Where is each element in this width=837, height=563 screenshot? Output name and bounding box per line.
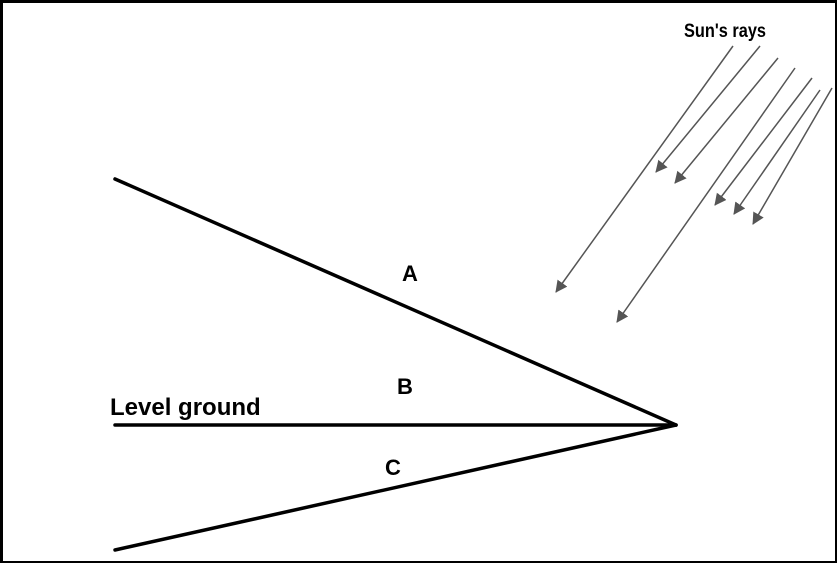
sun-ray [655, 45, 761, 173]
slope-c-line [113, 423, 678, 552]
slope-a-line [113, 177, 678, 427]
slope-a-label: A [402, 261, 418, 286]
sun-rays-label: Sun's rays [684, 21, 766, 42]
slope-b-label: B [397, 374, 413, 399]
sun-ray [714, 77, 813, 206]
sun-ray [752, 87, 833, 225]
sun-ray [674, 57, 779, 184]
level-ground-label: Level ground [110, 394, 261, 421]
slope-c-label: C [385, 455, 401, 480]
sun-ray [555, 45, 734, 293]
sun-rays-group [555, 45, 833, 323]
sun-ray [616, 67, 796, 323]
sun-ray [733, 89, 821, 215]
